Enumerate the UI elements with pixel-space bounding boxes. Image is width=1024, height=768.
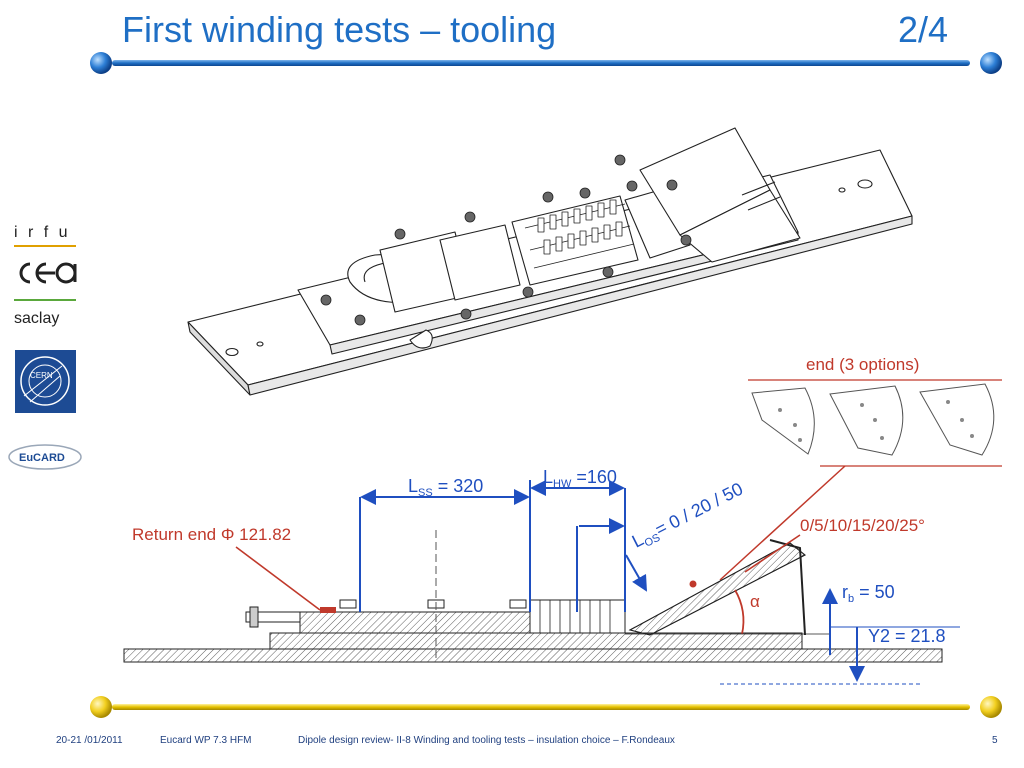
lifting-handle xyxy=(409,329,433,349)
return-end-leader xyxy=(235,546,321,611)
header-ball-right xyxy=(980,52,1002,74)
end-option-1 xyxy=(751,387,815,455)
lss-label: LSS = 320 xyxy=(408,476,483,499)
side-block xyxy=(439,224,521,301)
plate-hole xyxy=(225,347,239,357)
base-plate-front xyxy=(247,215,913,396)
section-knobs xyxy=(339,599,527,609)
angle-leader xyxy=(744,534,801,573)
end-options-pointer xyxy=(719,465,846,581)
return-end-marker xyxy=(320,607,336,613)
end-options-panel: end (3 options) xyxy=(719,355,1002,581)
header-decoration xyxy=(90,52,1002,74)
irfu-logo: i r f u xyxy=(14,224,71,241)
header-ball-left xyxy=(90,52,112,74)
support-block-section xyxy=(299,611,531,634)
plate-hole xyxy=(857,179,873,189)
cea-logo xyxy=(19,262,77,284)
logo-column: i r f u saclay CERN EuCARD xyxy=(8,224,82,470)
y2-label: Y2 = 21.8 xyxy=(868,626,946,646)
alpha-label: α xyxy=(750,592,760,611)
dimension-lines xyxy=(359,480,960,682)
footer-bar xyxy=(112,704,970,710)
end-option-holes xyxy=(778,400,974,442)
side-block xyxy=(624,189,691,259)
svg-text:EuCARD: EuCARD xyxy=(19,452,65,464)
alpha-arc xyxy=(734,589,745,635)
end-option-2 xyxy=(829,385,904,456)
footer-page-number: 5 xyxy=(992,735,998,746)
mid-plate-section xyxy=(269,632,803,650)
rb-label: rb = 50 xyxy=(842,582,895,605)
ramp-support xyxy=(679,189,801,263)
footer-project: Eucard WP 7.3 HFM xyxy=(160,735,252,746)
inclined-ramp-section xyxy=(628,539,806,636)
base-plate-section xyxy=(123,648,943,663)
svg-text:CERN: CERN xyxy=(30,371,53,380)
clamp-row xyxy=(537,199,623,255)
footer-decoration xyxy=(90,696,1002,718)
slide-page-fraction: 2/4 xyxy=(898,9,949,50)
footer-date: 20-21 /01/2011 xyxy=(56,735,123,746)
knob-handles xyxy=(320,154,692,326)
footer-ball-left xyxy=(90,696,112,718)
cern-logo: CERN xyxy=(15,350,76,413)
plate-hole xyxy=(838,187,846,193)
end-options-label: end (3 options) xyxy=(806,355,919,374)
footer-description: Dipole design review- II-8 Winding and t… xyxy=(298,735,675,746)
end-option-3 xyxy=(919,383,995,456)
plate-hole xyxy=(256,341,264,347)
side-view-drawing xyxy=(123,530,943,685)
slide-title: First winding tests – tooling xyxy=(122,9,557,50)
saclay-logo: saclay xyxy=(14,310,59,327)
los-label: LOS= 0 / 20 / 50 xyxy=(629,479,748,555)
isometric-tooling-drawing xyxy=(187,127,913,396)
angle-options-label: 0/5/10/15/20/25° xyxy=(800,516,925,535)
header-bar xyxy=(112,60,970,66)
end-screw xyxy=(245,611,301,623)
lhw-label: LHW =160 xyxy=(543,467,617,490)
return-end-label: Return end Φ 121.82 xyxy=(132,525,291,544)
svg-text:LOS= 0 / 20 / 50: LOS= 0 / 20 / 50 xyxy=(629,479,748,555)
eucard-logo: EuCARD xyxy=(8,444,82,470)
footer-ball-right xyxy=(980,696,1002,718)
